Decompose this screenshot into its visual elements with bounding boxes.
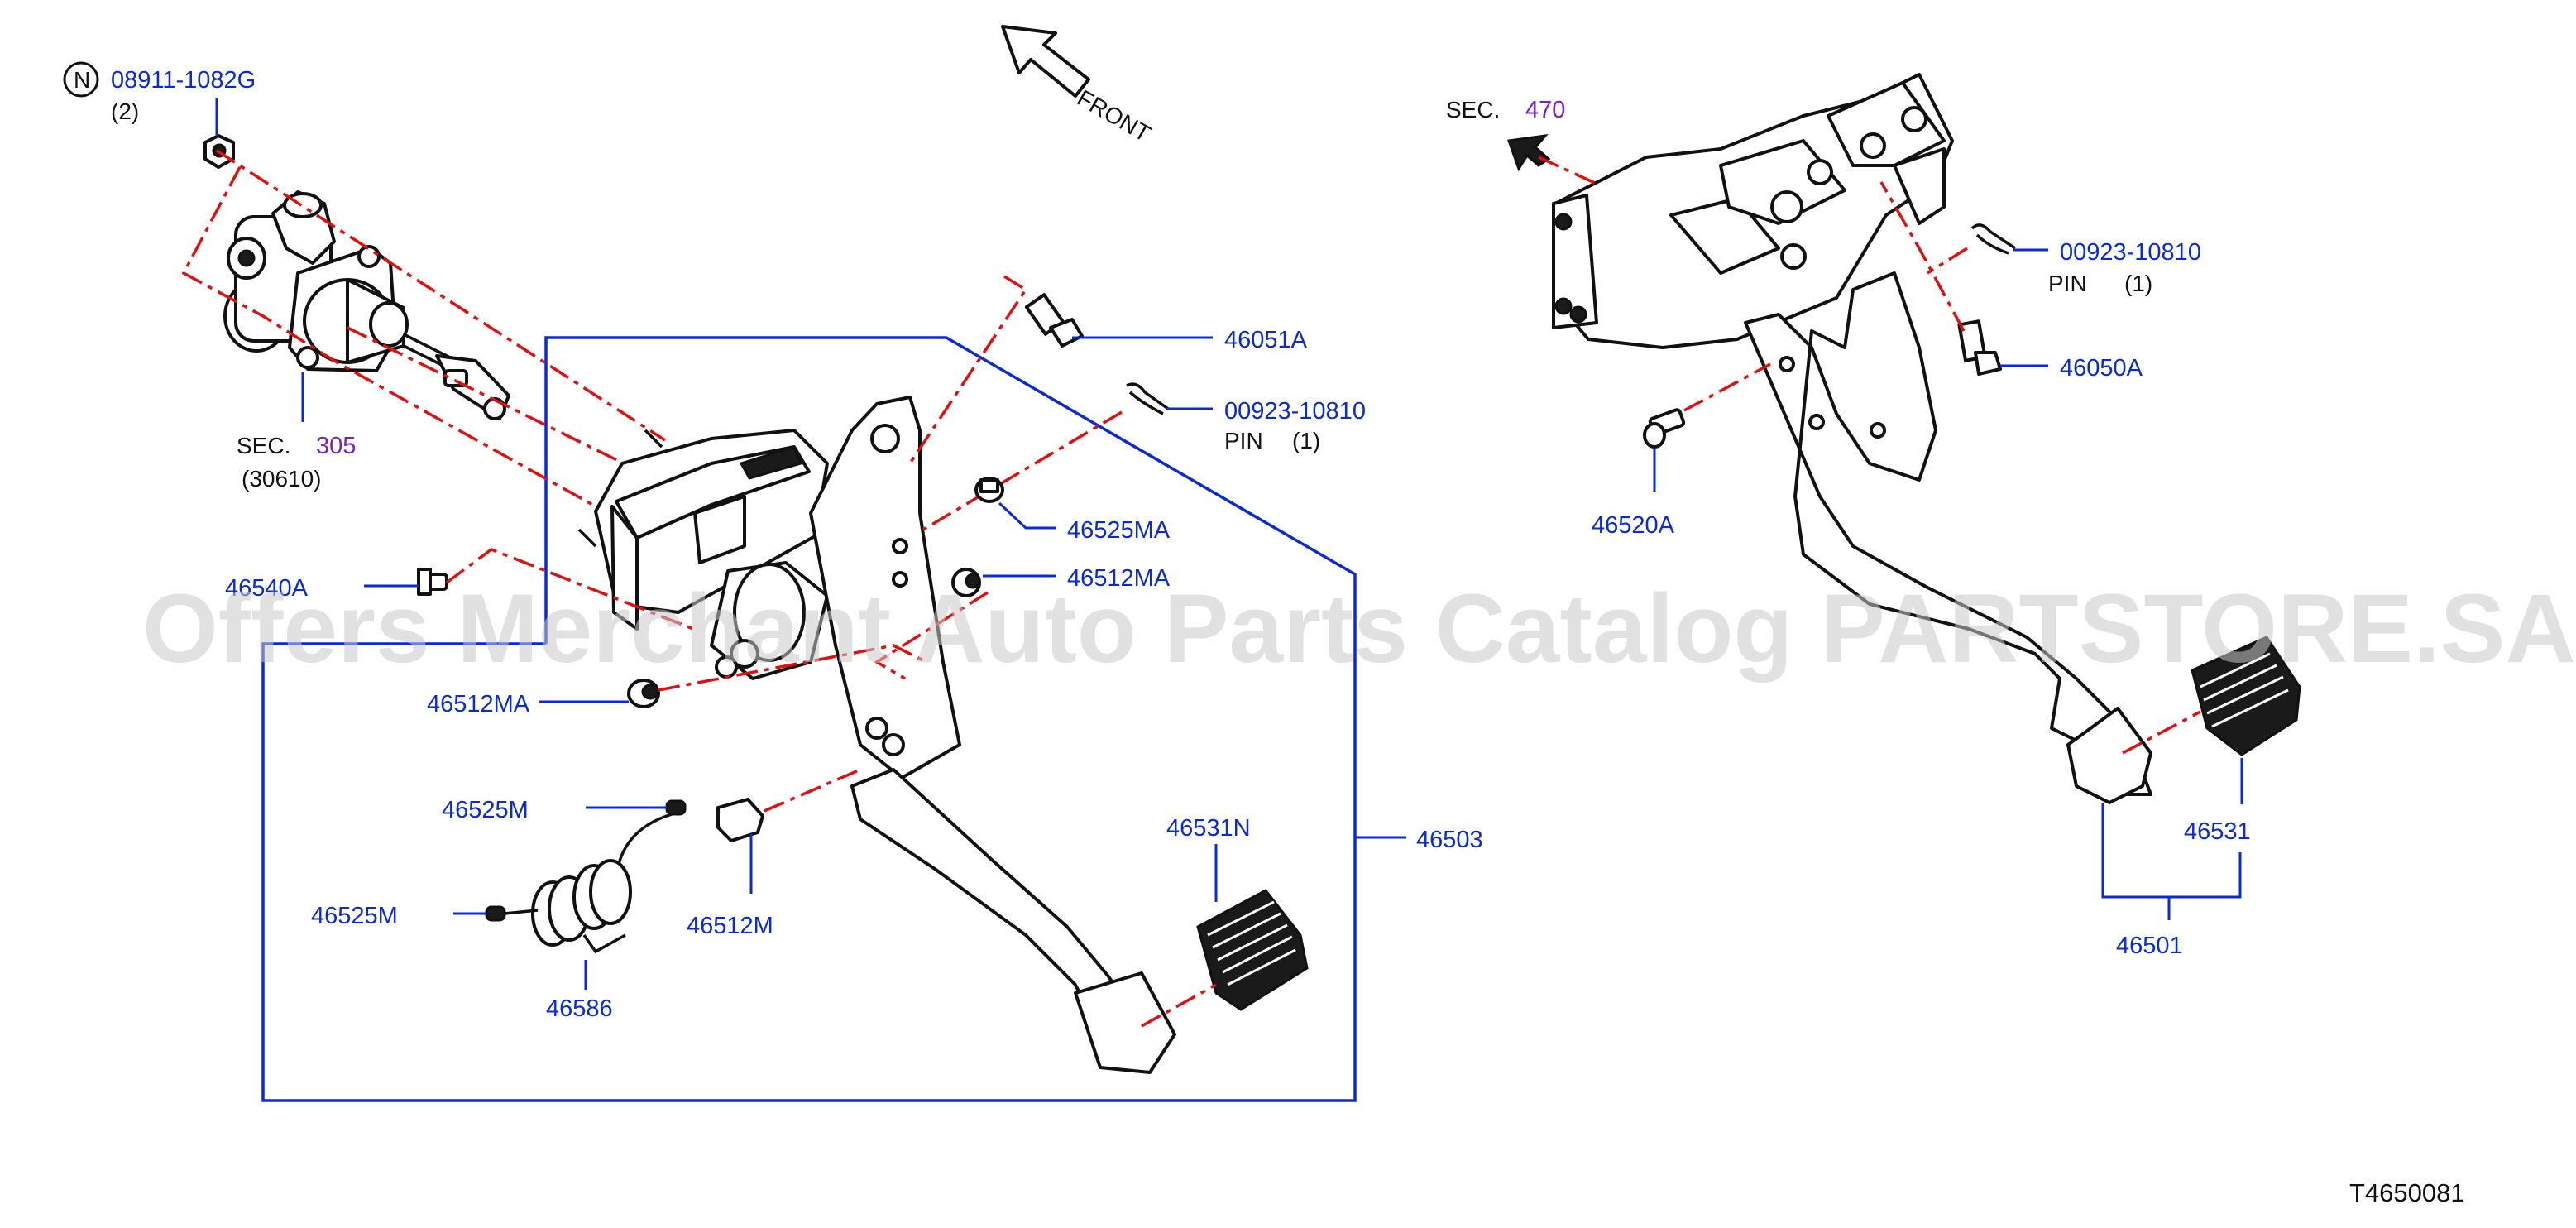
note-symbol	[63, 61, 99, 98]
front-arrow-icon	[1001, 25, 1090, 98]
brake-pedal-arm	[1744, 271, 2152, 804]
return-spring-46586	[504, 813, 673, 954]
bushing-46512MA-upper	[951, 568, 981, 597]
clutch-master-cylinder	[223, 190, 510, 420]
label-46501: 46501	[2116, 933, 2183, 959]
pin-00923-10810-right	[1970, 223, 2016, 255]
label-46512MA-lower: 46512MA	[427, 691, 530, 717]
label-46050A: 46050A	[2060, 355, 2143, 381]
label-pin-left: PIN	[1224, 428, 1263, 453]
label-pin-right: PIN	[2048, 271, 2087, 296]
sec-305-number: 305	[316, 433, 356, 459]
pin-00923-10810-left	[1126, 382, 1170, 415]
label-46520A: 46520A	[1592, 512, 1675, 539]
pedal-pad-46531	[2191, 636, 2301, 756]
label-46503: 46503	[1416, 827, 1483, 853]
label-pin-qty-left: (1)	[1292, 428, 1320, 453]
label-46525MA: 46525MA	[1067, 517, 1171, 544]
label-nut-qty: (2)	[111, 98, 139, 124]
label-46525M-lower: 46525M	[311, 903, 398, 929]
note-symbol-text: N	[74, 67, 90, 93]
label-46586: 46586	[546, 995, 613, 1022]
label-46531: 46531	[2184, 818, 2251, 845]
label-46540A: 46540A	[225, 575, 309, 602]
clip-46525M-upper	[665, 799, 687, 816]
label-46051A: 46051A	[1224, 327, 1308, 353]
bolt-46051A	[1024, 293, 1084, 348]
clutch-pedal-arm	[809, 396, 1176, 1074]
sec-470-prefix: SEC.	[1446, 97, 1500, 122]
diagram-code: T4650081	[2349, 1178, 2465, 1207]
clip-46525M-lower	[485, 905, 506, 922]
label-pin-qty-right: (1)	[2124, 271, 2152, 296]
front-label: FRONT	[1073, 84, 1155, 146]
label-46512MA-upper: 46512MA	[1067, 565, 1171, 592]
sec-470-number: 470	[1525, 97, 1565, 123]
label-46531N: 46531N	[1166, 815, 1251, 842]
brake-pedal-bracket	[1552, 73, 1954, 349]
bushing-46512MA-lower	[627, 679, 660, 708]
clutch-pedal-bracket	[577, 429, 829, 680]
pedal-pad-46531N	[1196, 889, 1309, 1011]
label-00923-10810-left: 00923-10810	[1224, 398, 1366, 425]
bolt-46050A	[1957, 319, 2002, 376]
label-46512M: 46512M	[687, 913, 773, 939]
watermark: Offers Merchant Auto Parts Catalog PARTS…	[142, 574, 2576, 684]
label-46525M-upper: 46525M	[442, 797, 529, 823]
sec-305-prefix: SEC.	[237, 433, 290, 458]
sec-470-arrow-icon	[1506, 133, 1551, 172]
label-00923-10810-right: 00923-10810	[2060, 239, 2201, 266]
sec-305-sub: (30610)	[242, 466, 322, 492]
bolt-46520A	[1643, 408, 1686, 449]
label-08911-1082G: 08911-1082G	[111, 67, 256, 94]
stopper-46512M	[716, 798, 764, 842]
bushing-46525MA	[974, 477, 1004, 503]
